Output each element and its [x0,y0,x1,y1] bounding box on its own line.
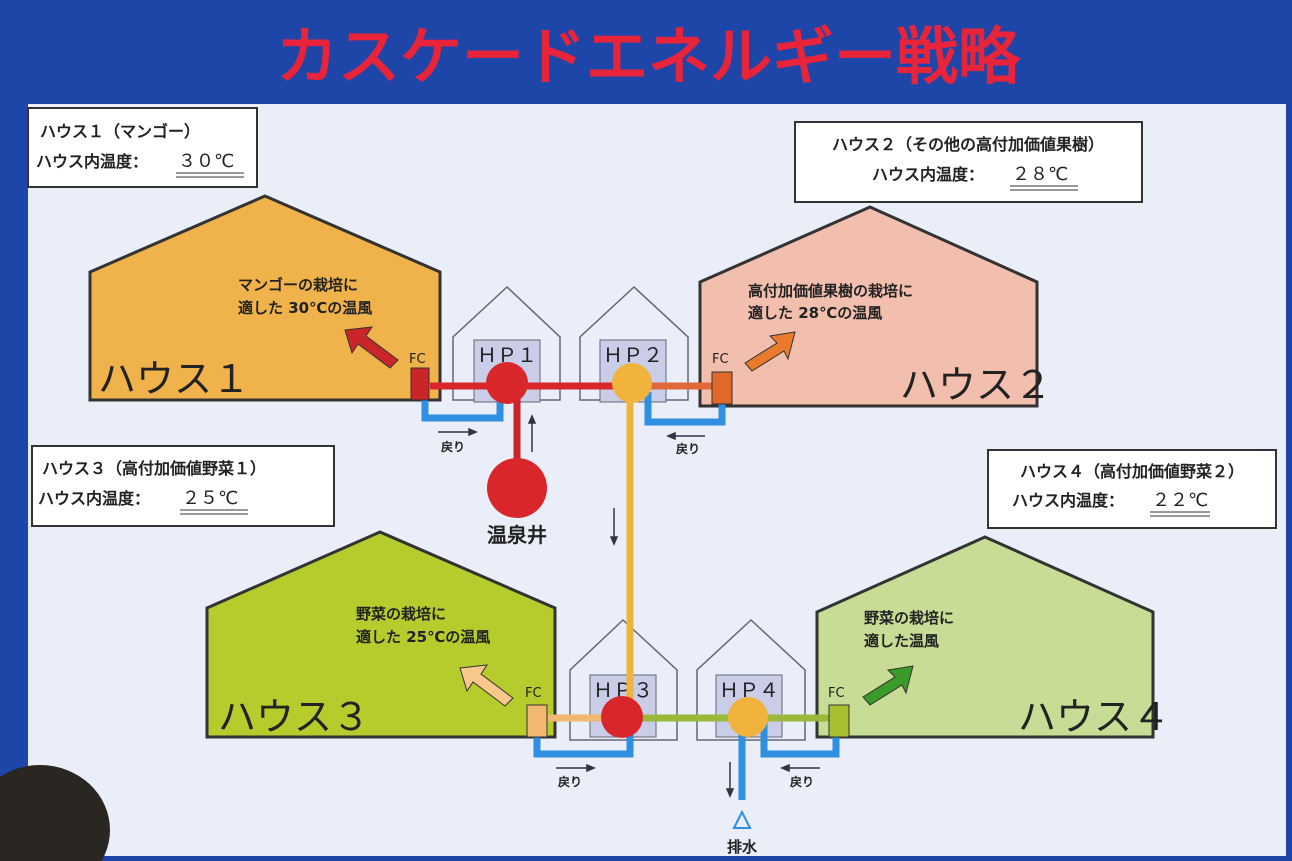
warm-air-arrow-icon [862,665,914,706]
hp2-label: ＨＰ２ [603,343,663,367]
house4-desc: 野菜の栽培に [864,609,954,627]
info-temp-label: ハウス内温度： [1012,491,1124,510]
heat-pump-housings [452,285,806,741]
audience-head [0,765,110,861]
info-temp-label: ハウス内温度： [36,152,148,171]
drain-label: 排水 [727,838,758,856]
fc-unit-3 [526,704,548,738]
info-house-name: ハウス２（その他の高付加価値果樹） [832,135,1104,154]
warm-air-arrow-icon [344,326,399,369]
house2-desc: 適した 28℃の温風 [748,304,882,322]
info-temp-value: ３０℃ [178,151,234,172]
return-pipes [421,392,840,800]
info-house-name: ハウス１（マンゴー） [40,122,200,141]
info-temp-value: ２２℃ [1152,490,1208,511]
house3-desc: 適した 25℃の温風 [356,628,490,646]
hp1-unit [486,362,528,404]
house3-label: ハウス３ [218,695,370,739]
house4-desc: 適した温風 [864,632,939,650]
hp2-unit [612,363,652,403]
fc-label: FC [828,686,845,701]
house1-desc: マンゴーの栽培に [238,276,358,294]
info-temp-value: ２５℃ [182,488,238,509]
fc-label: FC [525,686,542,701]
house1-label: ハウス１ [98,357,250,401]
fc-label: FC [409,352,426,367]
house4-label: ハウス４ [1018,695,1170,739]
fc-unit-2 [711,371,733,405]
fc-label: FC [712,352,729,367]
drain-icon [732,809,752,829]
return-label: 戻り [676,441,700,456]
hot-spring-well [487,458,547,518]
info-temp-label: ハウス内温度： [38,489,150,508]
warm-air-arrow-icon [459,664,514,707]
info-box-house2: ハウス２（その他の高付加価値果樹） ハウス内温度： ２８℃ [794,121,1143,203]
hp3-unit [601,696,643,738]
info-box-house1: ハウス１（マンゴー） ハウス内温度： ３０℃ [27,107,258,188]
return-label: 戻り [790,774,814,789]
hp4-unit [728,697,768,737]
info-temp-value: ２８℃ [1012,164,1068,185]
house2-desc: 高付加価値果樹の栽培に [748,282,913,300]
info-house-name: ハウス３（高付加価値野菜１） [42,459,266,478]
info-temp-label: ハウス内温度： [872,165,984,184]
return-label: 戻り [441,439,465,454]
house1-desc: 適した 30℃の温風 [238,299,372,317]
warm-air-arrow-icon [744,331,796,372]
flow-arrows [438,414,820,798]
house2-label: ハウス２ [900,363,1052,407]
return-label: 戻り [558,774,582,789]
info-box-house4: ハウス４（高付加価値野菜２） ハウス内温度： ２２℃ [987,449,1277,529]
fc-unit-1 [410,367,430,401]
info-box-house3: ハウス３（高付加価値野菜１） ハウス内温度： ２５℃ [31,445,335,527]
well-label: 温泉井 [487,523,547,547]
house3-desc: 野菜の栽培に [356,605,446,623]
info-house-name: ハウス４（高付加価値野菜２） [1020,462,1244,481]
fc-unit-4 [828,704,850,738]
slide-title: カスケードエネルギー戦略 [276,20,1021,93]
